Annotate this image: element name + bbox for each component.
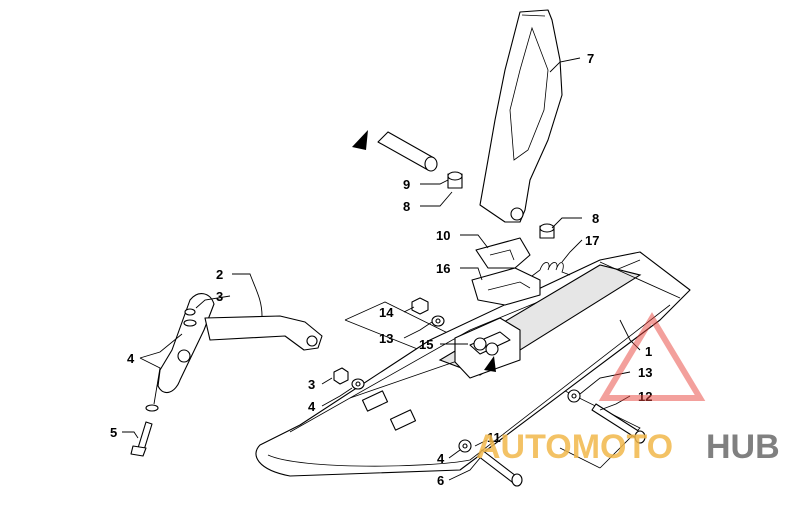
callout-13-right: 13 xyxy=(638,365,652,380)
bolt-6 xyxy=(477,449,523,487)
washers-15 xyxy=(473,337,499,356)
callout-9: 9 xyxy=(403,177,410,192)
callout-4-bottom: 4 xyxy=(437,451,445,466)
saddle-part xyxy=(471,267,541,306)
callout-3-lower: 3 xyxy=(308,377,315,392)
watermark-text-automoto: AUTOMOTO xyxy=(476,428,673,466)
callout-6: 6 xyxy=(437,473,444,488)
washer-right xyxy=(567,389,581,403)
nut-lower xyxy=(333,367,365,390)
callout-17: 17 xyxy=(585,233,599,248)
callout-4-handle: 4 xyxy=(127,351,135,366)
callout-11: 11 xyxy=(487,430,501,445)
watermark-text-hub: HUB xyxy=(706,428,780,466)
leader-lines xyxy=(122,57,641,481)
callout-14: 14 xyxy=(379,305,394,320)
bolt-12 xyxy=(591,403,646,444)
arrow-indicator-lower xyxy=(484,356,496,372)
watermark-logo: AUTOMOTO HUB xyxy=(476,312,780,466)
callout-16: 16 xyxy=(436,261,450,276)
bushing-lower xyxy=(539,223,555,239)
bumper-part xyxy=(475,237,531,269)
watermark-triangle-inner-icon xyxy=(598,312,706,401)
callout-10: 10 xyxy=(436,228,450,243)
spindle-part xyxy=(479,9,563,223)
callout-3-handle: 3 xyxy=(216,289,223,304)
callout-8-upper: 8 xyxy=(403,199,410,214)
callout-13-left: 13 xyxy=(379,331,393,346)
arrow-indicator-upper xyxy=(352,130,368,150)
spring-part xyxy=(531,262,571,277)
callout-4-lower: 4 xyxy=(308,399,316,414)
callout-1: 1 xyxy=(645,344,652,359)
callout-5: 5 xyxy=(110,425,117,440)
callout-2: 2 xyxy=(216,267,223,282)
ski-handle xyxy=(145,293,323,412)
callout-7: 7 xyxy=(587,51,594,66)
pivot-pin xyxy=(377,131,438,172)
callout-8-right: 8 xyxy=(592,211,599,226)
nut-upper xyxy=(411,297,445,327)
washer-bottom xyxy=(458,439,472,453)
callout-15: 15 xyxy=(419,337,433,352)
bushing-upper xyxy=(447,171,463,189)
handle-bolt xyxy=(130,421,153,457)
